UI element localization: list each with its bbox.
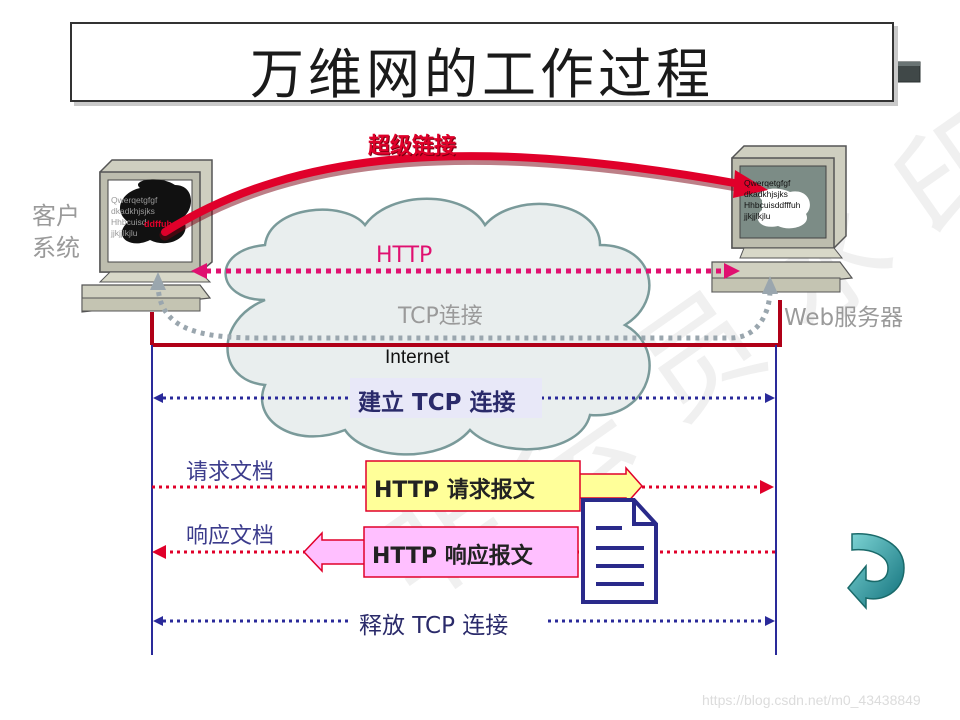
client-system-label: 客户 系统	[32, 200, 80, 264]
tcp-connection-label: TCP连接	[398, 298, 483, 330]
http-label: HTTP	[376, 243, 432, 268]
response-block-arrow	[304, 533, 366, 571]
client-label-line1: 客户	[32, 200, 80, 232]
internet-label: Internet	[385, 347, 449, 369]
request-document-label: 请求文档	[186, 454, 274, 486]
establish-tcp-label: 建立 TCP 连接	[358, 383, 515, 417]
title-box: 万维网的工作过程	[70, 22, 894, 102]
hyperlink-label: 超级链接	[368, 128, 456, 160]
page-title: 万维网的工作过程	[72, 30, 892, 109]
client-screen-highlight: ddffuh	[144, 219, 172, 229]
document-icon	[583, 500, 681, 602]
release-tcp-label: 释放 TCP 连接	[359, 606, 508, 640]
watermark-url: https://blog.csdn.net/m0_43438849	[702, 692, 921, 708]
client-screen-text: Qwerqetgfgf dkadkhjsjks Hhbcuisd jjkjjlk…	[111, 195, 157, 239]
response-message-label: HTTP 响应报文	[372, 538, 533, 570]
server-screen-text: Qwerqetgfgf dkadkhjsjks Hhbcuisddfffuh j…	[744, 178, 800, 222]
response-document-label: 响应文档	[186, 518, 274, 550]
return-arrow-icon[interactable]	[848, 534, 904, 608]
web-server-label: Web服务器	[784, 298, 903, 332]
client-label-line2: 系统	[32, 232, 80, 264]
request-message-label: HTTP 请求报文	[374, 472, 535, 504]
